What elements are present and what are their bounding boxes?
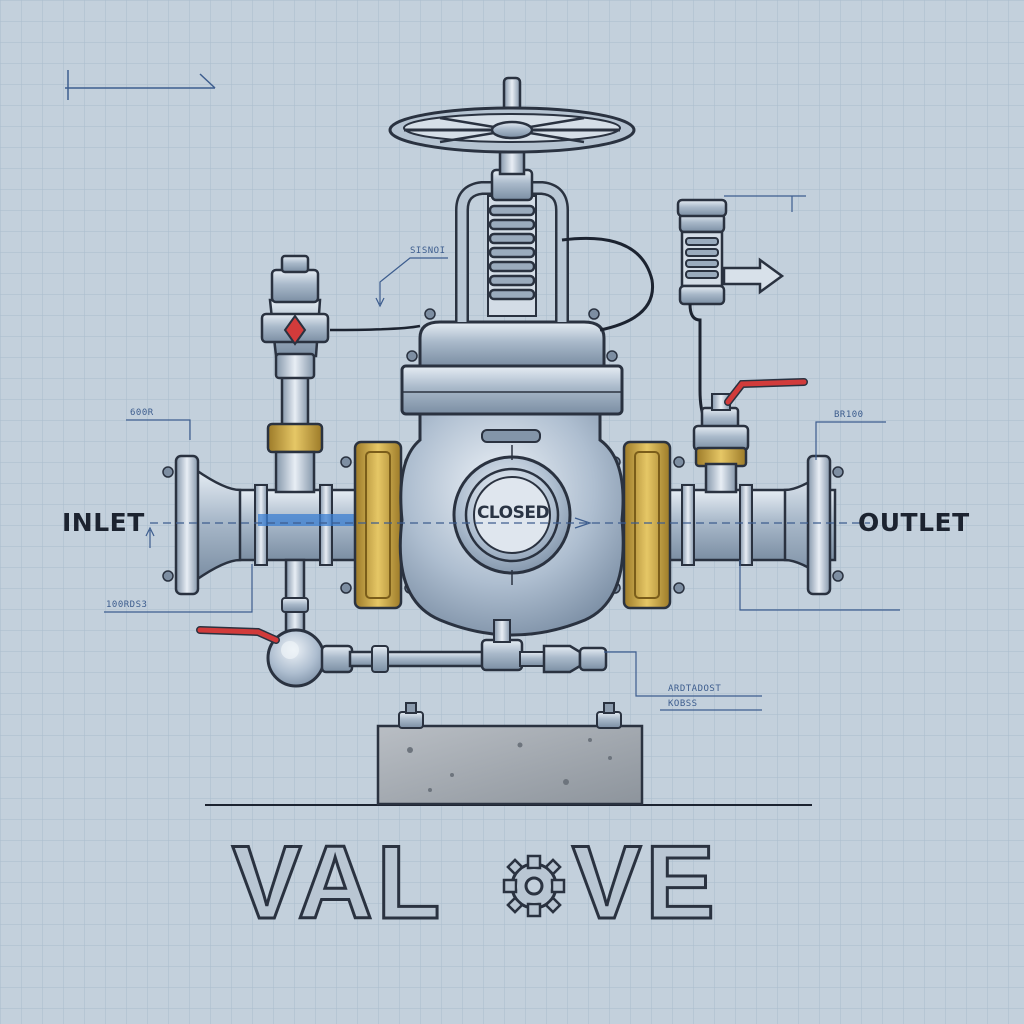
callout-leaders — [104, 195, 900, 711]
yoke-assembly — [455, 148, 569, 322]
callout-left-upper: 600R — [130, 408, 154, 418]
title-text-right: VE — [572, 825, 719, 941]
concrete-base — [376, 702, 644, 806]
callout-top-center: SISNOI — [410, 246, 446, 256]
gear-icon — [502, 854, 566, 918]
valve-state-indicator: CLOSED — [476, 503, 550, 523]
callout-right-lower-1: ARDTADOST — [668, 684, 722, 694]
callout-right-upper: BR100 — [834, 410, 864, 420]
inlet-label: INLET — [62, 508, 145, 537]
pressure-relief-left — [260, 254, 330, 494]
callout-right-lower-2: KOBSS — [668, 699, 698, 709]
arrow-right-icon — [722, 257, 785, 295]
handwheel-icon[interactable] — [388, 76, 636, 154]
pipe-outlet — [663, 454, 844, 596]
drain-line — [266, 558, 608, 688]
valve-bonnet — [400, 308, 624, 416]
lever-handle-right[interactable] — [725, 379, 807, 405]
lever-handle-left[interactable] — [197, 627, 279, 643]
callout-left-lower: 100RDS3 — [106, 600, 148, 610]
title-text-left: VAL — [232, 825, 444, 941]
signal-wire-left — [329, 324, 421, 332]
solenoid-actuator — [561, 198, 728, 421]
title-graphic — [502, 854, 566, 918]
anchor-bolt-right — [596, 702, 622, 729]
centerline-arrow — [574, 517, 592, 529]
outlet-label: OUTLET — [858, 508, 970, 537]
anchor-bolt-left — [398, 702, 424, 729]
title-wordmark: VAL VE — [231, 824, 719, 943]
vent-valve-right — [692, 393, 750, 494]
valve-body — [398, 408, 625, 637]
dimension-marker — [65, 70, 216, 100]
